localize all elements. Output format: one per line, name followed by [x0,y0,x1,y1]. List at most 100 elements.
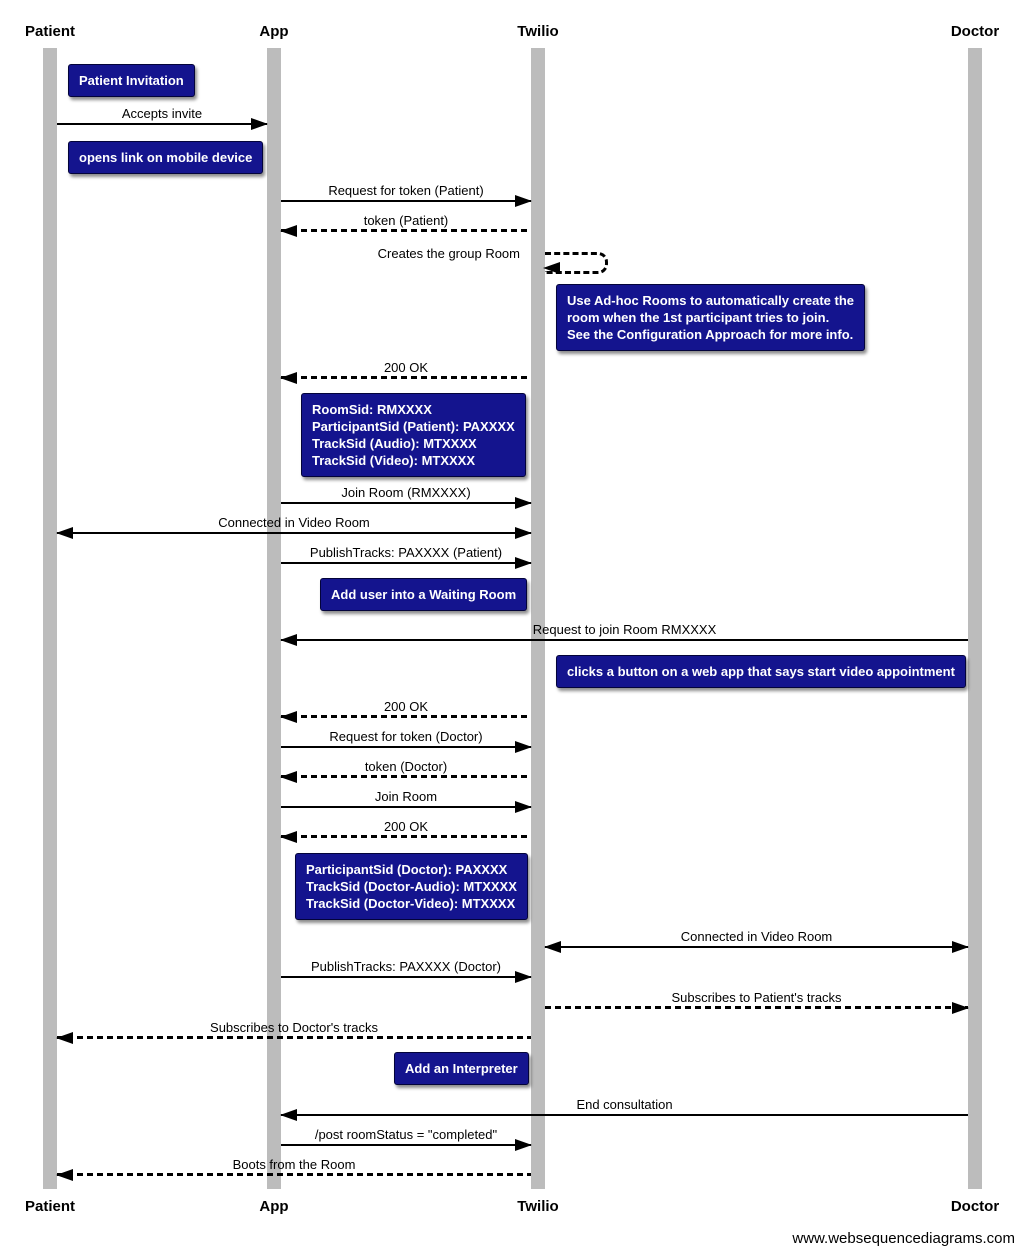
note-line: ParticipantSid (Patient): PAXXXX [312,419,515,434]
message-label: End consultation [576,1097,673,1112]
message-label: PublishTracks: PAXXXX (Patient) [309,545,503,560]
message-label: 200 OK [383,819,429,834]
message-join-room: Join Room [281,787,532,813]
actor-label-bottom-doctor: Doctor [950,1198,1000,1215]
message-token-doctor: token (Doctor) [280,757,531,783]
note-participantsid-doctor-paxxxx: ParticipantSid (Doctor): PAXXXX TrackSid … [295,853,528,920]
note-patient-invitation: Patient Invitation [68,64,195,97]
note-add-user-into-a-waiting-room: Add user into a Waiting Room [320,578,528,611]
arrowhead-right-icon [952,1002,969,1014]
message-line [281,376,531,379]
actor-label-bottom-twilio: Twilio [517,1198,559,1215]
note-line: TrackSid (Video): MTXXXX [312,453,476,468]
message-request-to-join-room-rmxxxx: Request to join Room RMXXXX [280,620,968,646]
watermark: www.websequencediagrams.com [792,1230,1015,1247]
note-line: Add user into a Waiting Room [331,587,517,602]
message-line [281,835,531,838]
message-line [281,1114,968,1116]
message-line [281,806,531,808]
arrowhead-right-icon [515,557,532,569]
message-label: Boots from the Room [232,1157,356,1172]
message-connected-in-video-room: Connected in Video Room [56,513,532,539]
note-add-an-interpreter: Add an Interpreter [394,1052,529,1085]
message-label: Request to join Room RMXXXX [532,622,717,637]
message-label: Request for token (Doctor) [329,729,483,744]
message-subscribes-to-patient-s-tracks: Subscribes to Patient's tracks [545,988,969,1014]
note-line: Add an Interpreter [405,1061,518,1076]
message-label: Request for token (Patient) [328,183,484,198]
message-line [281,502,531,504]
actor-label-top-doctor: Doctor [950,23,1000,40]
message-line [281,639,968,641]
message-line [281,775,531,778]
arrowhead-left-icon [280,831,297,843]
message-line [57,1173,531,1176]
lifeline-patient [43,48,57,1189]
arrowhead-left-icon [56,527,73,539]
note-line: See the Configuration Approach for more … [567,327,854,342]
message-post-roomstatus-completed: /post roomStatus = "completed" [281,1125,532,1151]
arrowhead-left-icon [544,941,561,953]
note-roomsid-rmxxxx: RoomSid: RMXXXX ParticipantSid (Patient):… [301,393,526,477]
message-subscribes-to-doctor-s-tracks: Subscribes to Doctor's tracks [56,1018,531,1044]
message-accepts-invite: Accepts invite [57,104,268,130]
message-200-ok: 200 OK [280,697,531,723]
arrowhead-left-icon [280,771,297,783]
message-line [57,1036,531,1039]
note-opens-link-on-mobile-device: opens link on mobile device [68,141,264,174]
lifeline-app [267,48,281,1189]
note-line: opens link on mobile device [79,150,253,165]
message-200-ok: 200 OK [280,358,531,384]
message-line [281,715,531,718]
arrowhead-right-icon [515,527,532,539]
arrowhead-right-icon [515,971,532,983]
message-label: Subscribes to Patient's tracks [671,990,842,1005]
message-label: Subscribes to Doctor's tracks [210,1020,378,1035]
lifeline-twilio [531,48,545,1189]
message-line [281,976,531,978]
arrowhead-left-icon [543,262,560,274]
message-label: Join Room [374,789,438,804]
message-request-for-token-patient: Request for token (Patient) [281,181,532,207]
arrowhead-right-icon [251,118,268,130]
actor-label-top-patient: Patient [24,23,76,40]
message-label: Connected in Video Room [218,515,370,530]
actor-label-top-app: App [259,23,289,40]
message-label: Accepts invite [121,106,203,121]
message-request-for-token-doctor: Request for token (Doctor) [281,727,532,753]
message-label: /post roomStatus = "completed" [314,1127,498,1142]
message-line [281,562,531,564]
message-label: 200 OK [383,360,429,375]
self-message-label-creates-the-group-room: Creates the group Room [377,246,520,261]
note-line: room when the 1st participant tries to j… [567,310,830,325]
arrowhead-right-icon [515,497,532,509]
note-line: RoomSid: RMXXXX [312,402,432,417]
note-line: TrackSid (Doctor-Audio): MTXXXX [306,879,517,894]
note-line: TrackSid (Doctor-Video): MTXXXX [306,896,516,911]
message-line [281,200,531,202]
message-label: Connected in Video Room [680,929,833,944]
message-line [281,746,531,748]
arrowhead-left-icon [280,225,297,237]
arrowhead-right-icon [952,941,969,953]
arrowhead-left-icon [280,634,297,646]
arrowhead-left-icon [56,1032,73,1044]
arrowhead-right-icon [515,801,532,813]
message-line [281,1144,531,1146]
note-line: ParticipantSid (Doctor): PAXXXX [306,862,508,877]
message-line [57,532,531,534]
message-label: token (Doctor) [364,759,448,774]
arrowhead-right-icon [515,195,532,207]
note-line: TrackSid (Audio): MTXXXX [312,436,477,451]
note-line: Patient Invitation [79,73,184,88]
message-publishtracks-paxxxx-patient: PublishTracks: PAXXXX (Patient) [281,543,532,569]
arrowhead-left-icon [280,711,297,723]
message-token-patient: token (Patient) [280,211,531,237]
actor-label-bottom-app: App [259,1198,289,1215]
lifeline-doctor [968,48,982,1189]
note-use-ad-hoc-rooms-to-automatically-create-the: Use Ad-hoc Rooms to automatically create… [556,284,866,351]
message-line [281,229,531,232]
message-boots-from-the-room: Boots from the Room [56,1155,531,1181]
message-200-ok: 200 OK [280,817,531,843]
message-connected-in-video-room: Connected in Video Room [544,927,969,953]
